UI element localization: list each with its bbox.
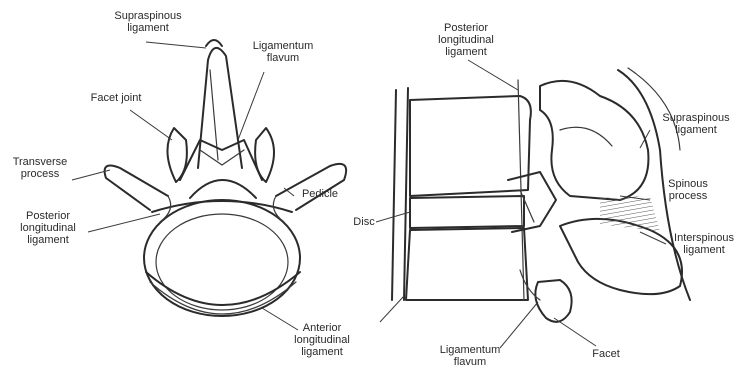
label-facet: Facet xyxy=(592,348,620,360)
supraspinous-tip xyxy=(206,40,222,46)
label-interspinous-ligament: Interspinous ligament xyxy=(674,232,734,256)
upper-vertebral-body xyxy=(410,96,531,196)
facet-joint-right xyxy=(255,128,274,182)
transverse-process-left xyxy=(105,166,168,210)
vertebral-body xyxy=(144,200,300,316)
label-supraspinous-ligament-right: Supraspinous ligament xyxy=(662,112,729,136)
vertebral-body-inner xyxy=(156,214,288,310)
label-pedicle: Pedicle xyxy=(302,188,338,200)
label-facet-joint: Facet joint xyxy=(91,92,142,104)
lower-spinous-process xyxy=(560,219,682,294)
label-ligamentum-flavum-bottom: Ligamentum flavum xyxy=(440,344,501,368)
upper-spinous-process xyxy=(540,81,648,200)
lateral-view-spine xyxy=(392,68,690,322)
label-spinous-process: Spinous process xyxy=(668,178,708,202)
label-supraspinous-ligament-left: Supraspinous ligament xyxy=(114,10,181,34)
label-anterior-longitudinal-ligament: Anterior longitudinal ligament xyxy=(294,322,350,358)
intervertebral-disc xyxy=(410,196,524,228)
superior-view-vertebra xyxy=(105,40,347,316)
label-ligamentum-flavum-top: Ligamentum flavum xyxy=(253,40,314,64)
label-transverse-process: Transverse process xyxy=(13,156,68,180)
leader-lines xyxy=(72,42,666,348)
lower-vertebral-body xyxy=(406,228,528,300)
transverse-process-right xyxy=(276,164,346,210)
facet-lateral xyxy=(535,280,571,322)
label-posterior-longitudinal-ligament-left: Posterior longitudinal ligament xyxy=(20,210,76,246)
label-posterior-longitudinal-ligament-right: Posterior longitudinal ligament xyxy=(438,22,494,58)
label-disc: Disc xyxy=(353,216,374,228)
posterior-ligament-band-left xyxy=(152,201,292,212)
